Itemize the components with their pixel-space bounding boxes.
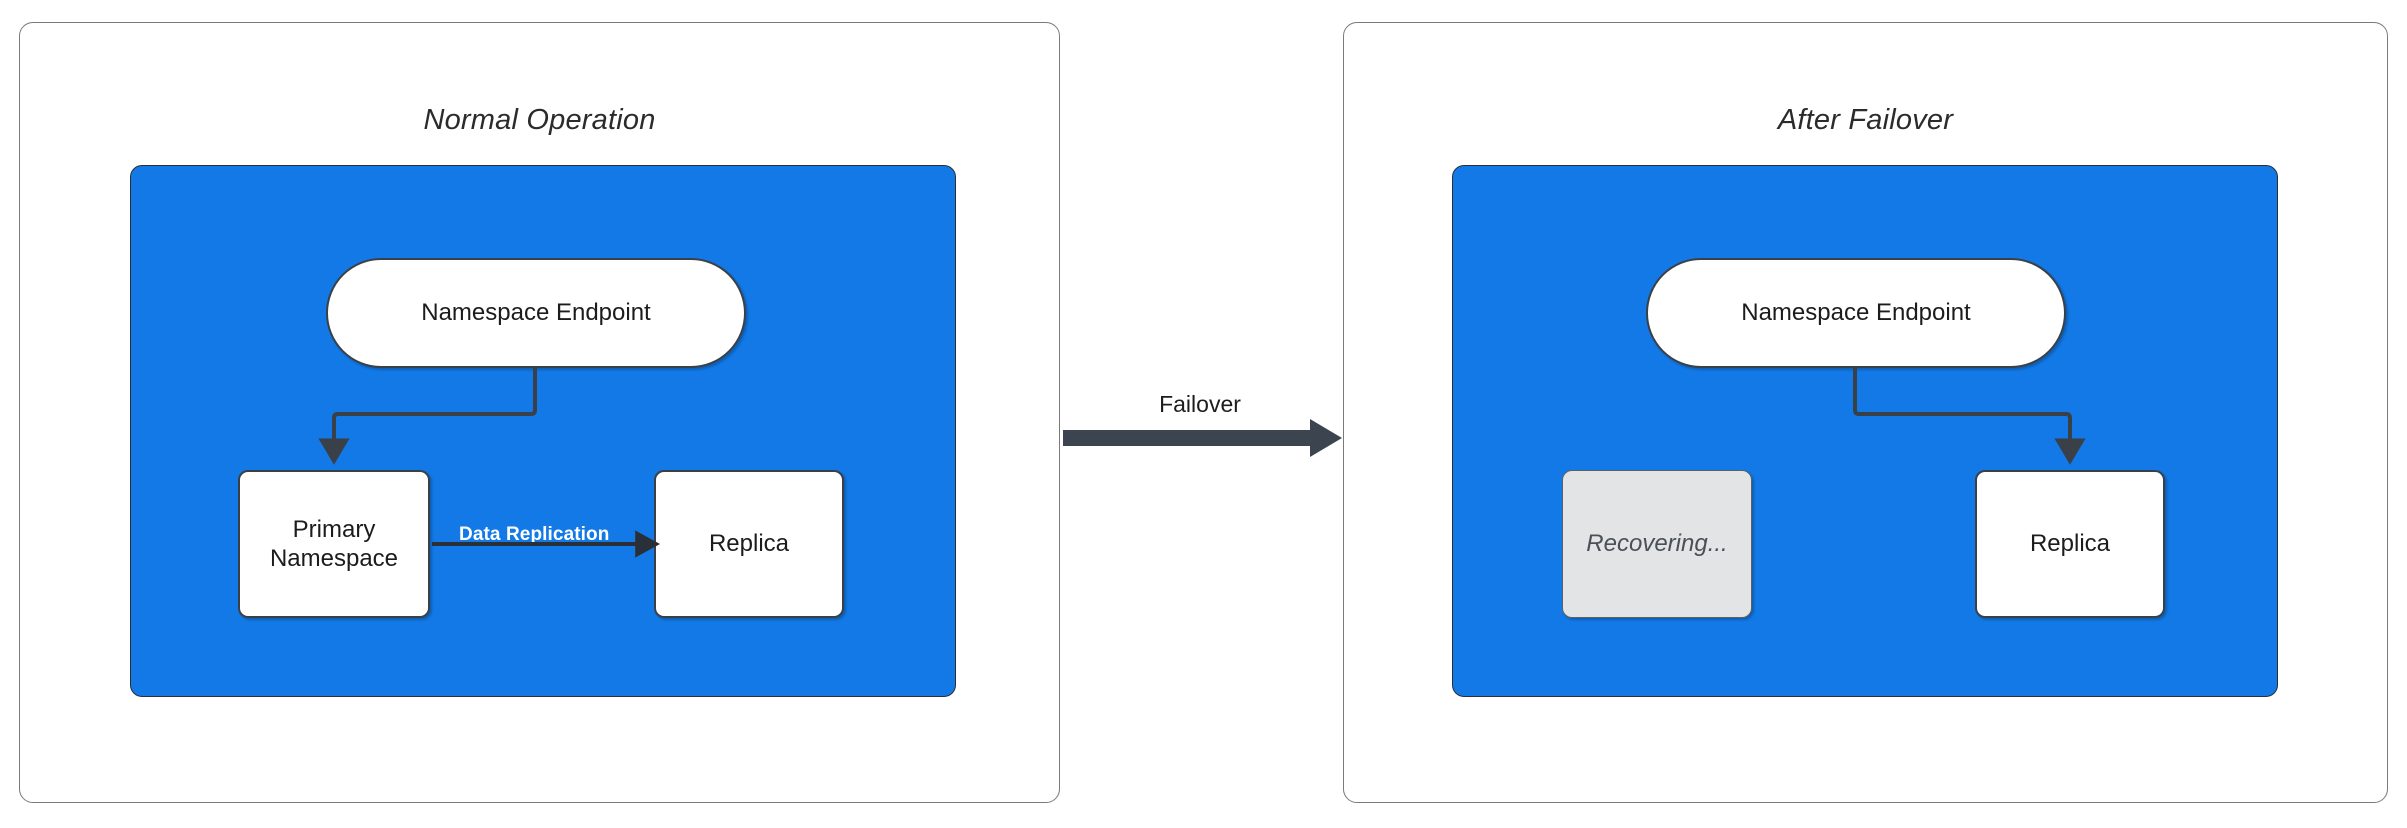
transition-label-failover: Failover	[1159, 391, 1241, 417]
node-primary-namespace-line2: Namespace	[269, 545, 399, 572]
node-primary-namespace-line1: Primary	[292, 515, 376, 543]
node-primary-namespace[interactable]: Primary Namespace	[238, 470, 430, 618]
panel-title-after-failover: After Failover	[1777, 104, 1954, 136]
panel-title-normal-operation: Normal Operation	[423, 104, 656, 136]
transition-arrow-failover	[1063, 419, 1342, 457]
edge-label-data-replication: Data Replication	[459, 524, 610, 545]
node-recovering[interactable]: Recovering...	[1562, 470, 1752, 618]
node-namespace-endpoint-left[interactable]: Namespace Endpoint	[326, 258, 746, 368]
node-replica-left[interactable]: Replica	[654, 470, 844, 618]
node-namespace-endpoint-right[interactable]: Namespace Endpoint	[1646, 258, 2066, 368]
node-replica-right[interactable]: Replica	[1975, 470, 2165, 618]
